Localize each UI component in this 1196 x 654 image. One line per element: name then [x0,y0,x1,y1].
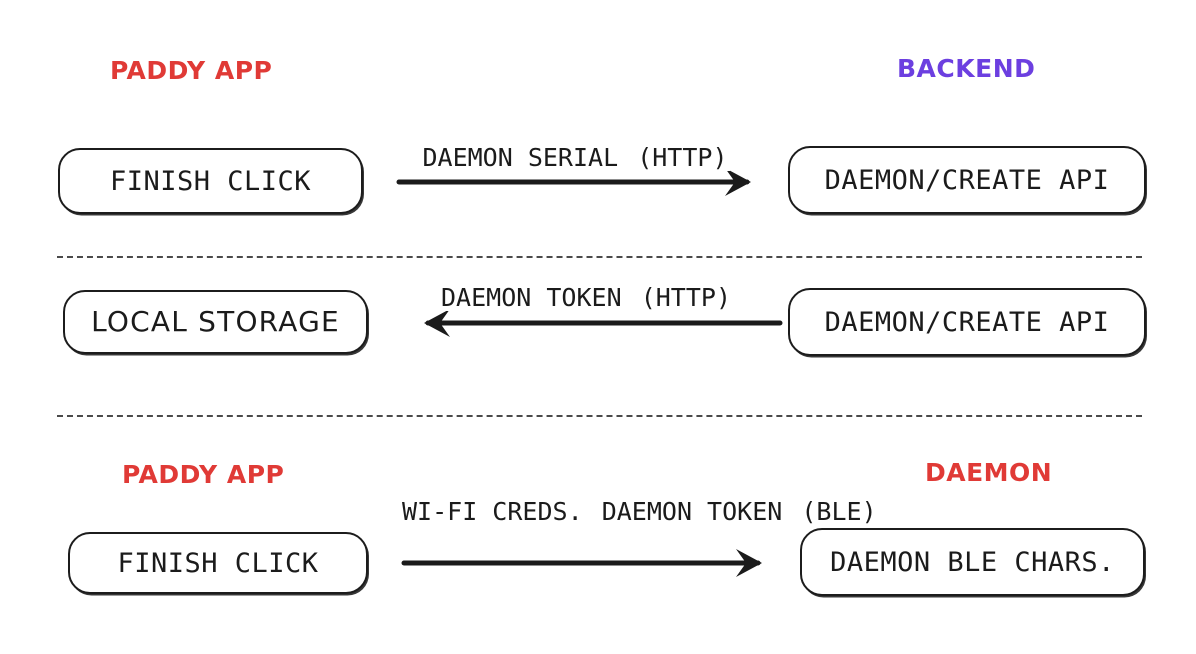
connector-section-3: WI-FI CREDS. DAEMON TOKEN (BLE) [400,498,879,594]
node-label: FINISH CLICK [117,547,319,579]
node-label: DAEMON/CREATE API [824,306,1110,338]
connector-section-2: DAEMON TOKEN (HTTP) [388,284,784,354]
separator-1 [57,256,1142,258]
node-finish-click-1[interactable]: FINISH CLICK [58,148,363,214]
section-3-left-header: PADDY APP [122,460,285,489]
node-label: DAEMON BLE CHARS. [830,546,1115,578]
node-label: LOCAL STORAGE [91,305,340,338]
node-daemon-create-api-1[interactable]: DAEMON/CREATE API [788,146,1146,214]
node-daemon-ble-chars[interactable]: DAEMON BLE CHARS. [800,528,1145,596]
connector-section-1: DAEMON SERIAL (HTTP) [395,144,755,214]
node-label: FINISH CLICK [109,165,312,197]
node-daemon-create-api-2[interactable]: DAEMON/CREATE API [788,288,1146,356]
node-label: DAEMON/CREATE API [824,164,1110,196]
edge-label-line: (BLE) [799,497,879,526]
edge-label-line: WI-FI CREDS. [400,497,585,526]
node-finish-click-2[interactable]: FINISH CLICK [68,532,368,594]
edge-label-section-3: WI-FI CREDS. DAEMON TOKEN (BLE) [400,497,879,526]
section-3-right-header: DAEMON [925,458,1053,487]
section-1-left-header: PADDY APP [110,56,273,85]
edge-label-line: DAEMON TOKEN [599,497,785,526]
node-local-storage[interactable]: LOCAL STORAGE [63,290,368,354]
section-1-right-header: BACKEND [897,54,1036,83]
separator-2 [57,415,1142,417]
